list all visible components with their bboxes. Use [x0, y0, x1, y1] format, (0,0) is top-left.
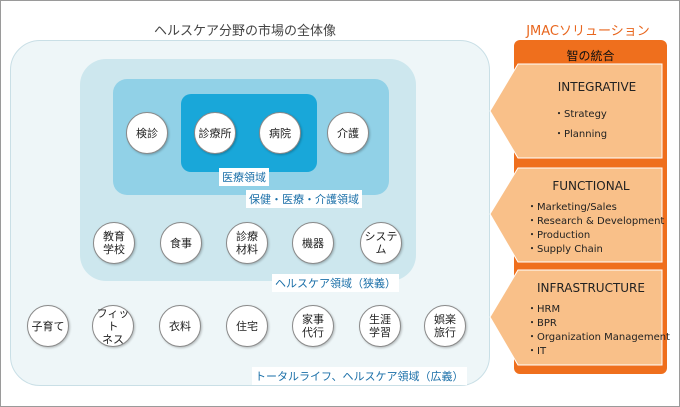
- block-infrastructure-item: ・BPR: [527, 318, 557, 329]
- circle-leisure-travel: 娯楽 旅行: [424, 305, 466, 347]
- circle-clinic: 診療所: [194, 112, 236, 154]
- block-functional-shape: [489, 167, 663, 263]
- block-integrative-shape: [489, 63, 663, 159]
- label-narrow-area: ヘルスケア領域（狭義）: [272, 274, 399, 292]
- solutions-header: 智の統合: [566, 49, 615, 63]
- circle-lifelong-learning: 生涯 学習: [359, 305, 401, 347]
- circle-system: システム: [360, 222, 402, 264]
- block-functional-title: FUNCTIONAL: [552, 179, 630, 193]
- circle-checkup: 検診: [126, 112, 168, 154]
- block-integrative-item: ・Strategy: [554, 109, 607, 120]
- circle-meal: 食事: [160, 222, 202, 264]
- block-infrastructure-title: INFRASTRUCTURE: [537, 281, 645, 295]
- circle-nursing: 介護: [327, 112, 369, 154]
- diagram-title: ヘルスケア分野の市場の全体像: [153, 24, 336, 39]
- circle-clothing: 衣料: [159, 305, 201, 347]
- block-infrastructure-item: ・HRM: [527, 304, 561, 315]
- circle-hospital: 病院: [259, 112, 301, 154]
- block-functional-item: ・Production: [527, 230, 591, 241]
- circle-fitness: フィット ネス: [92, 305, 134, 347]
- solutions-title: JMACソリューション: [526, 24, 650, 39]
- circle-housekeeping: 家事 代行: [292, 305, 334, 347]
- label-medical-area: 医療領域: [219, 168, 269, 186]
- block-functional-item: ・Research & Development: [527, 216, 665, 227]
- block-infrastructure-shape: [489, 269, 663, 366]
- circle-equipment: 機器: [292, 222, 334, 264]
- block-integrative-title: INTEGRATIVE: [557, 80, 637, 94]
- block-infrastructure-item: ・Organization Management: [527, 332, 670, 343]
- block-functional-item: ・Supply Chain: [527, 244, 603, 255]
- solution-blocks: [489, 63, 663, 366]
- circle-housing: 住宅: [226, 305, 268, 347]
- block-integrative-item: ・Planning: [554, 129, 608, 140]
- block-infrastructure-item: ・IT: [527, 346, 547, 357]
- label-broad-area: トータルライフ、ヘルスケア領域（広義）: [252, 367, 467, 385]
- circle-childcare: 子育て: [27, 305, 69, 347]
- block-functional-item: ・Marketing/Sales: [527, 202, 617, 213]
- label-hmc-area: 保健・医療・介護領域: [246, 190, 362, 208]
- circle-medical-material: 診療 材料: [226, 222, 268, 264]
- circle-education: 教育 学校: [93, 222, 135, 264]
